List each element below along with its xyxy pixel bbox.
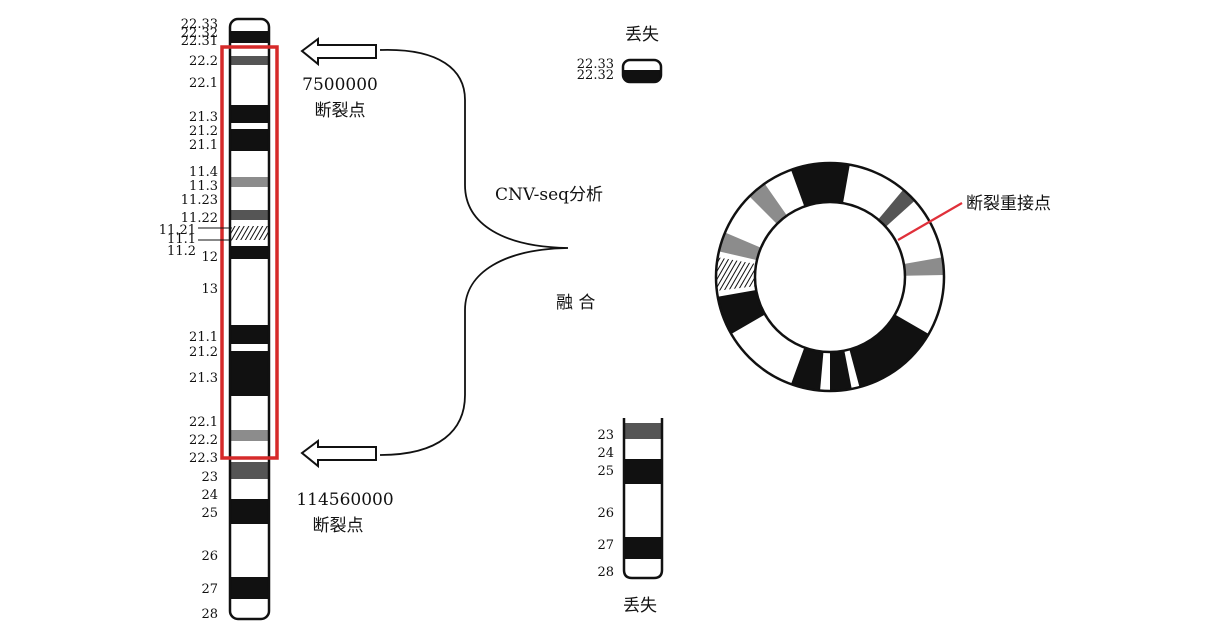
band-label: 25 — [201, 506, 218, 521]
band-q12 — [230, 246, 269, 259]
band-label: 11.3 — [189, 179, 218, 194]
band-label: 28 — [201, 607, 218, 621]
band-q27-frag — [624, 537, 662, 559]
top-lost-fragment: 丢失 22.33 22.32 — [577, 25, 661, 83]
band-label: 27 — [597, 538, 614, 553]
band-label: 11.4 — [189, 165, 218, 180]
band-label: 21.2 — [189, 345, 218, 360]
band-q25-frag — [624, 459, 662, 484]
main-chromosome-labels: 22.3322.3222.3122.222.121.321.221.111.41… — [159, 17, 218, 621]
band-p11-22 — [230, 210, 269, 220]
band-label: 28 — [597, 565, 614, 580]
breakpoint-arrow-top — [302, 39, 376, 64]
band-p22-32 — [230, 31, 269, 43]
band-label: 21.3 — [189, 110, 218, 125]
band-label: 24 — [201, 488, 218, 503]
band-p22-2 — [230, 56, 269, 65]
band-label: 11.23 — [181, 193, 218, 208]
band-label: 22.1 — [189, 76, 218, 91]
breakpoint-top-position: 7500000 — [302, 75, 378, 95]
ring-chromosome — [716, 163, 944, 391]
band-q21-1 — [230, 325, 269, 344]
top-fragment-band — [623, 70, 661, 82]
band-label: 13 — [201, 282, 218, 297]
band-q23-frag — [624, 423, 662, 439]
fusion-label: 融 合 — [556, 293, 595, 313]
band-label: 12 — [201, 250, 218, 265]
band-label: 24 — [597, 446, 614, 461]
rejoin-label: 断裂重接点 — [966, 194, 1051, 214]
main-chromosome: 22.3322.3222.3122.222.121.321.221.111.41… — [159, 17, 277, 621]
band-label: 21.1 — [189, 138, 218, 153]
band-label: 23 — [201, 470, 218, 485]
bottom-lost-fragment: 23 24 25 26 27 28 丢失 — [597, 410, 662, 616]
band-label: 27 — [201, 582, 218, 597]
band-label: 21.2 — [189, 124, 218, 139]
band-q25 — [230, 499, 269, 524]
band-label: 22.2 — [189, 54, 218, 69]
ring-inner-outline — [755, 202, 905, 352]
band-label: 26 — [201, 549, 218, 564]
curly-brace — [380, 50, 568, 455]
band-label: 21.1 — [189, 330, 218, 345]
main-chromosome-bands — [230, 19, 269, 619]
band-label: 11.2 — [167, 244, 196, 259]
band-label: 25 — [597, 464, 614, 479]
band-label: 21.3 — [189, 371, 218, 386]
band-label: 22.1 — [189, 415, 218, 430]
band-label: 22.31 — [181, 34, 218, 49]
breakpoint-top-label: 断裂点 — [315, 101, 366, 121]
band-q21-3 — [230, 351, 269, 396]
top-lost-title: 丢失 — [625, 25, 659, 45]
band-p11-3 — [230, 177, 269, 187]
band-label: 23 — [597, 428, 614, 443]
band-q22-2 — [230, 430, 269, 441]
breakpoint-bottom-label: 断裂点 — [313, 516, 364, 536]
band-label: 26 — [597, 506, 614, 521]
bottom-lost-title: 丢失 — [623, 596, 657, 616]
band-label: 22.3 — [189, 451, 218, 466]
band-q27 — [230, 577, 269, 599]
bottom-fragment-labels: 23 24 25 26 27 28 — [597, 428, 614, 580]
top-fragment-label: 22.32 — [577, 68, 614, 83]
band-p21-3 — [230, 105, 269, 123]
breakpoint-arrow-bottom — [302, 441, 376, 466]
cnv-seq-label: CNV-seq分析 — [495, 185, 603, 205]
band-p21-1 — [230, 129, 269, 151]
breakpoint-bottom-position: 114560000 — [296, 490, 393, 510]
band-centromere — [230, 226, 269, 240]
band-label: 22.2 — [189, 433, 218, 448]
band-q23 — [230, 462, 269, 479]
